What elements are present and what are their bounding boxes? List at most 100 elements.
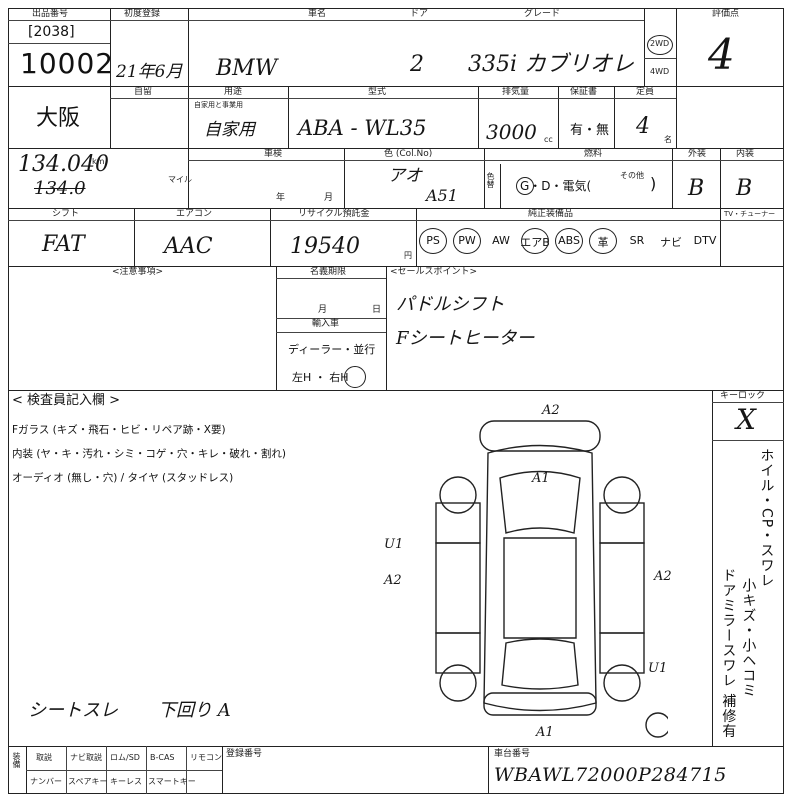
recycle-unit: 円 — [404, 251, 412, 260]
sales-label: <セールスポイント> — [390, 267, 478, 277]
door-label: ドア — [410, 9, 429, 19]
chassis-value: WBAWL72000P284715 — [494, 764, 727, 786]
use-value: 自家用 — [204, 120, 255, 140]
mileage-struck: 134.0 — [34, 178, 86, 199]
inspection-title: < 検査員記入欄 > — [12, 393, 121, 408]
registration-label: 名義期限 — [310, 267, 347, 277]
seat-note: シートスレ — [28, 700, 118, 721]
score-value: 4 — [708, 30, 735, 79]
equip-circle — [419, 228, 447, 254]
equip-label: 純正装備品 — [528, 209, 574, 219]
fuel-label: 燃料 — [584, 149, 603, 159]
lot-label: 出品番号 — [32, 9, 69, 19]
footer-row2-2: スペアキー — [68, 777, 108, 786]
score-label: 評価点 — [712, 9, 740, 19]
rear-right-wheel — [603, 664, 641, 702]
lot-code: [2038] — [28, 24, 75, 40]
footer-row2-1: ナンバー — [30, 777, 62, 786]
capacity-value: 4 — [636, 114, 650, 139]
interior-line: 内装 (ヤ・キ・汚れ・シミ・コゲ・穴・キレ・破れ・割れ) — [12, 448, 287, 460]
inspection-label: 車検 — [264, 149, 283, 159]
grade-label: グレード — [524, 9, 561, 19]
windshield — [499, 470, 581, 534]
ac-value: AAC — [164, 234, 213, 259]
shift-value: FAT — [42, 232, 85, 257]
fuel-g-circle — [516, 177, 534, 195]
fuel-close: ) — [650, 174, 657, 193]
drive-2wd: 2WD — [650, 39, 670, 48]
rear-window — [501, 638, 579, 690]
drive-4wd: 4WD — [650, 67, 670, 76]
recall-label: 登録番号 — [226, 749, 263, 759]
recycle-label: リサイクル預託金 — [298, 209, 370, 219]
recycle-value: 19540 — [290, 234, 360, 259]
car-damage-diagram — [435, 420, 668, 738]
spare-wheel — [645, 712, 668, 738]
chassis-label: 車台番号 — [494, 749, 531, 759]
import-label: 輸入車 — [312, 319, 340, 329]
fuel-value: G・D・電気( — [520, 179, 592, 193]
mileage-value: 134.040 — [18, 152, 109, 177]
left-door-panel — [435, 542, 481, 634]
rear-bumper — [483, 692, 597, 716]
equip-circle — [555, 228, 583, 254]
damage-rear-right: U1 — [648, 661, 668, 676]
reg-value: 21年6月 — [116, 62, 183, 82]
equip-circle — [521, 228, 549, 254]
use-sub: 自家用と事業用 — [194, 101, 243, 109]
inspection-year: 年 — [276, 193, 286, 203]
footer-col4: B-CAS — [150, 753, 175, 762]
damage-rear: A1 — [536, 725, 554, 740]
model-value: ABA - WL35 — [298, 116, 427, 140]
keylock-value: X — [736, 403, 756, 436]
rear-left-wheel — [439, 664, 477, 702]
warranty-label: 保証書 — [570, 87, 598, 97]
damage-hood: A1 — [532, 471, 550, 486]
color-change: 色替 — [486, 172, 495, 188]
front-right-wheel — [603, 476, 641, 514]
equip-item: SR — [629, 234, 645, 247]
ext-value: B — [688, 176, 705, 201]
int-label: 内装 — [736, 149, 755, 159]
left-front-fender — [435, 502, 481, 544]
2wd-circle — [647, 35, 673, 55]
damage-left-front: U1 — [384, 537, 404, 552]
capacity-label: 定員 — [636, 87, 655, 97]
use-label: 用途 — [224, 87, 243, 97]
color-code: A51 — [426, 186, 458, 205]
keylock-label: キーロック — [720, 391, 766, 401]
equip-circle — [589, 228, 617, 254]
right-rear-fender — [599, 632, 645, 674]
seat-detail: 下回り A — [158, 700, 231, 721]
location: 大阪 — [36, 106, 81, 131]
reg-label: 初度登録 — [124, 9, 161, 19]
keylock-note-3: ドアミラースワレ 補修有 — [720, 568, 737, 739]
footer-equip-label: 装備 — [12, 752, 21, 768]
mileage-unit: km — [92, 157, 105, 166]
auction-sheet: 出品番号 [2038] 10002 初度登録 21年6月 車名 BMW ドア 2… — [8, 8, 784, 794]
door-value: 2 — [410, 52, 424, 77]
footer-col2: ナビ取説 — [70, 753, 102, 762]
footer-col5: リモコン — [190, 753, 222, 762]
right-front-fender — [599, 502, 645, 544]
right-door-panel — [599, 542, 645, 634]
capacity-unit: 名 — [664, 135, 672, 144]
footer-col3: ロム/SD — [110, 753, 140, 762]
grade-value: 335i カブリオレ — [468, 52, 635, 77]
displacement-label: 排気量 — [502, 87, 530, 97]
glass-line: Fガラス (キズ・飛石・ヒビ・リペア跡・X要) — [12, 424, 226, 436]
lot-number: 10002 — [20, 47, 115, 80]
damage-right-door: A2 — [654, 569, 672, 584]
keylock-note-1: ホイル・CP・スワレ — [758, 448, 775, 589]
right-hand-circle — [344, 366, 366, 388]
displacement-value: 3000 — [486, 120, 537, 144]
color-label: 色 (Col.No) — [384, 149, 433, 159]
warranty-value: 有・無 — [570, 123, 610, 138]
home-label: 自留 — [134, 87, 153, 97]
left-rear-fender — [435, 632, 481, 674]
equip-item: AW — [492, 234, 510, 247]
damage-front: A2 — [542, 403, 560, 418]
shift-label: シフト — [52, 209, 80, 219]
footer-col1: 取説 — [36, 753, 52, 762]
equip-circle — [453, 228, 481, 254]
